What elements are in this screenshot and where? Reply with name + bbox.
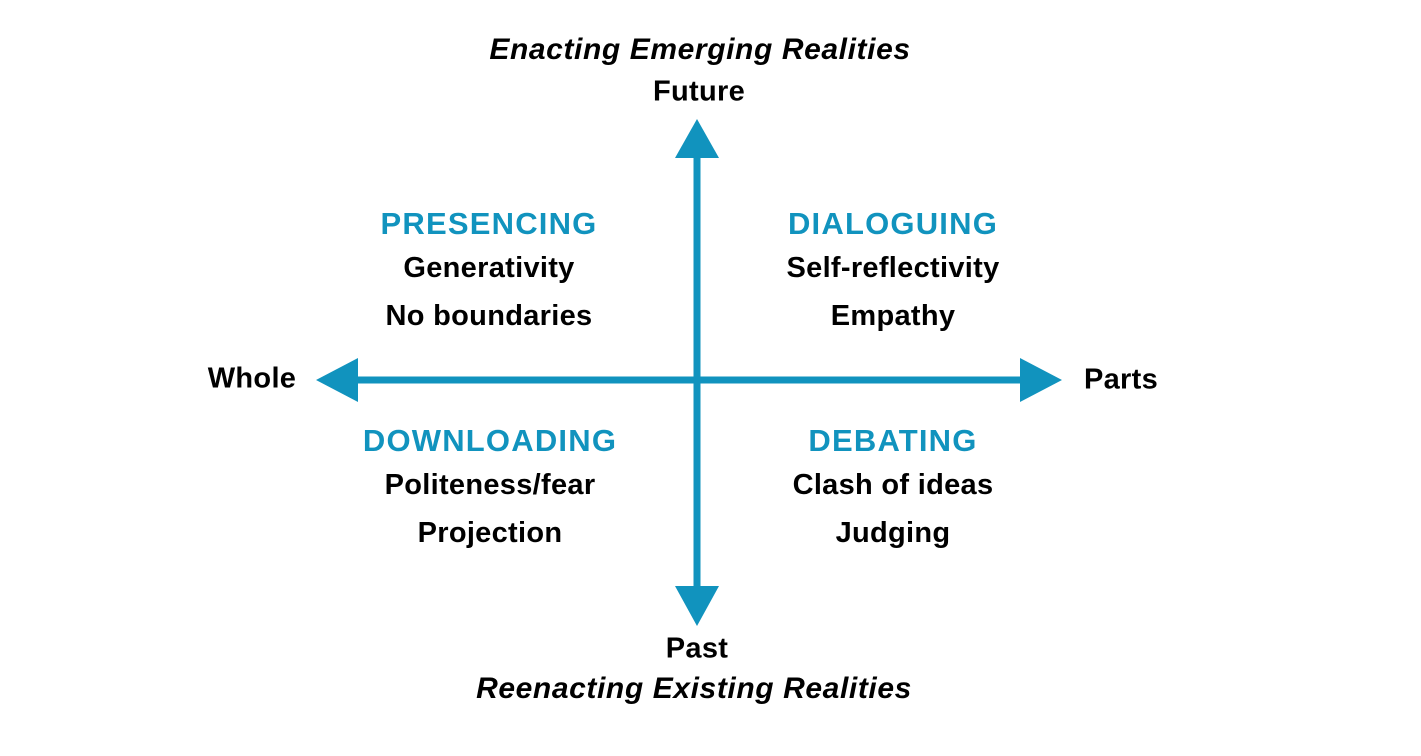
quadrant-dialoguing: DIALOGUING Self-reflectivity Empathy (786, 204, 999, 340)
quadrant-presencing: PRESENCING Generativity No boundaries (381, 204, 598, 340)
quadrant-item: Clash of ideas (792, 469, 994, 501)
arrow-up-icon (675, 119, 719, 158)
quadrant-item: No boundaries (385, 300, 593, 332)
quadrant-item: Projection (417, 517, 563, 549)
arrow-left-icon (316, 358, 358, 402)
arrow-down-icon (675, 586, 719, 626)
axis-label-future: Future (652, 75, 746, 108)
quadrant-debating: DEBATING Clash of ideas Judging (793, 421, 994, 557)
quadrant-item: Judging (835, 517, 951, 549)
axis-label-parts: Parts (1083, 363, 1159, 396)
quadrant-item: Self-reflectivity (786, 252, 1000, 284)
axis-label-past: Past (665, 632, 729, 665)
arrow-right-icon (1020, 358, 1062, 402)
quadrant-title: DEBATING (808, 423, 978, 458)
top-caption: Enacting Emerging Realities (489, 33, 911, 66)
quadrant-title: DIALOGUING (787, 206, 999, 241)
axis-label-whole: Whole (207, 362, 297, 395)
quadrant-item: Generativity (403, 252, 575, 284)
quadrant-item: Empathy (830, 300, 956, 332)
quadrant-title: PRESENCING (380, 206, 598, 241)
quadrant-title: DOWNLOADING (362, 423, 618, 458)
quadrant-item: Politeness/fear (384, 469, 596, 501)
bottom-caption: Reenacting Existing Realities (476, 672, 912, 705)
quadrant-downloading: DOWNLOADING Politeness/fear Projection (363, 421, 617, 557)
